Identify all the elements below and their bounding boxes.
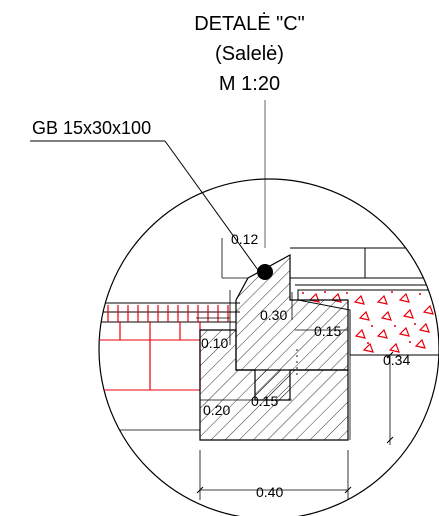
dimension-lines: [196, 238, 391, 500]
detail-subtitle: (Salelė): [215, 43, 284, 65]
callout-label: GB 15x30x100: [32, 118, 151, 138]
gutter-bar: [257, 264, 273, 280]
dim-0-34: 0.34: [383, 352, 410, 368]
callout-arrow: [164, 140, 259, 271]
dim-0-10: 0.10: [201, 335, 228, 351]
dim-0-30: 0.30: [260, 307, 287, 323]
detail-title: DETALĖ "C": [194, 13, 305, 35]
detail-circle: [98, 178, 439, 516]
dim-0-20: 0.20: [203, 402, 230, 418]
dim-0-15-top: 0.15: [314, 323, 341, 339]
dim-0-12: 0.12: [231, 231, 258, 247]
dim-0-15-bottom: 0.15: [251, 393, 278, 409]
dim-0-40: 0.40: [256, 484, 283, 500]
detail-scale: M 1:20: [218, 73, 281, 95]
